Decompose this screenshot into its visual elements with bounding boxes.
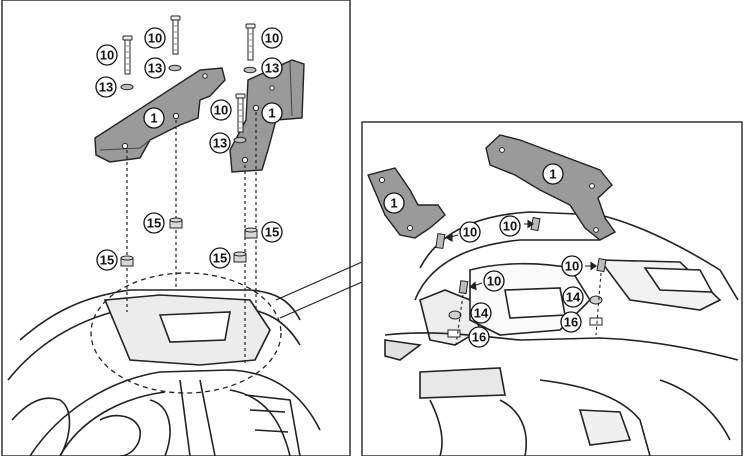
callout-circle [560,311,582,333]
callout-circle [96,249,118,271]
screw-d [235,93,246,133]
callout-number: 14 [566,290,581,305]
callout-nut-10: 15 [143,212,165,234]
callout-number: 10 [487,274,501,289]
callout-number: 10 [265,31,279,46]
callout-circle [143,212,165,234]
callout-nut-12: 15 [261,221,283,243]
screw-a [122,35,133,75]
callout-circle [96,44,118,66]
detail-bracket-right [485,134,617,241]
callout-washer-5: 13 [144,57,166,79]
callout-screw-17: 10 [499,215,521,237]
zoom-connectors [275,261,363,319]
callout-number: 10 [503,219,517,234]
callout-circle [261,102,283,124]
detail-circle [90,272,282,394]
callout-bracket-8: 1 [143,107,165,129]
callout-circle [561,255,583,277]
callout-bracket-14: 1 [383,192,405,214]
callout-screw-1: 10 [144,27,166,49]
left-panel [1,0,351,456]
callout-bracket-9: 1 [261,102,283,124]
callout-circle [542,163,564,185]
callout-number: 16 [564,315,578,330]
detail-bracket-left [367,167,446,239]
callout-circle [483,270,505,292]
callout-rubber-pad-20: 14 [470,302,492,324]
nuts [120,217,258,267]
callout-circle [144,57,166,79]
callout-screw-0: 10 [96,44,118,66]
callout-number: 15 [100,253,114,268]
callout-circle [209,247,231,269]
callout-number: 13 [99,80,113,95]
callout-number: 10 [100,48,114,63]
screw-b [170,15,181,55]
callout-number: 10 [214,103,228,118]
detail-screws [435,216,607,295]
callout-circle [261,57,283,79]
callout-number: 1 [549,167,556,182]
callout-number: 13 [213,136,227,151]
screw-c [245,23,256,61]
callout-number: 1 [150,111,157,126]
callout-number: 13 [265,61,279,76]
callout-number: 1 [390,196,397,211]
callout-number: 15 [265,225,279,240]
callout-washer-6: 13 [261,57,283,79]
callout-washer-4: 13 [95,76,117,98]
callout-nut-13: 15 [209,247,231,269]
callout-nut-11: 15 [96,249,118,271]
callout-circle [261,221,283,243]
callout-screw-2: 10 [261,27,283,49]
callout-screw-16: 10 [459,221,481,243]
callout-number: 10 [463,225,477,240]
guide-lines-left [126,112,257,365]
callout-screw-3: 10 [210,99,232,121]
callout-number: 16 [472,330,486,345]
callout-circle [459,221,481,243]
callout-circle [210,99,232,121]
callout-rubber-pad-21: 14 [562,286,584,308]
callout-circle [383,192,405,214]
callout-circle [562,286,584,308]
callout-circle [468,326,490,348]
callout-number: 10 [148,31,162,46]
callout-circle [470,302,492,324]
callout-circle [143,107,165,129]
callout-circle [499,215,521,237]
callout-circle [144,27,166,49]
callout-bracket-15: 1 [542,163,564,185]
callout-number: 10 [565,259,579,274]
callout-washer-7: 13 [209,132,231,154]
callout-number: 15 [213,251,227,266]
detail-pads [447,295,603,338]
washers [120,64,257,144]
callout-circle [95,76,117,98]
callout-number: 13 [148,61,162,76]
callout-spacer-23: 16 [560,311,582,333]
screws-left [122,15,256,133]
callout-number: 1 [268,106,275,121]
guide-lines-right [455,272,602,346]
callout-circle [261,27,283,49]
callout-labels: 10 10 10 10 13 13 13 13 1 1 15 15 15 15 1 1 10 10 10 10 14 14… [95,27,584,348]
callout-number: 14 [474,306,489,321]
left-rack-sketch [7,289,321,456]
detail-arrows [446,219,597,291]
callout-circle [209,132,231,154]
callout-screw-19: 10 [483,270,505,292]
callout-screw-18: 10 [561,255,583,277]
callout-number: 15 [147,216,161,231]
callout-spacer-22: 16 [468,326,490,348]
